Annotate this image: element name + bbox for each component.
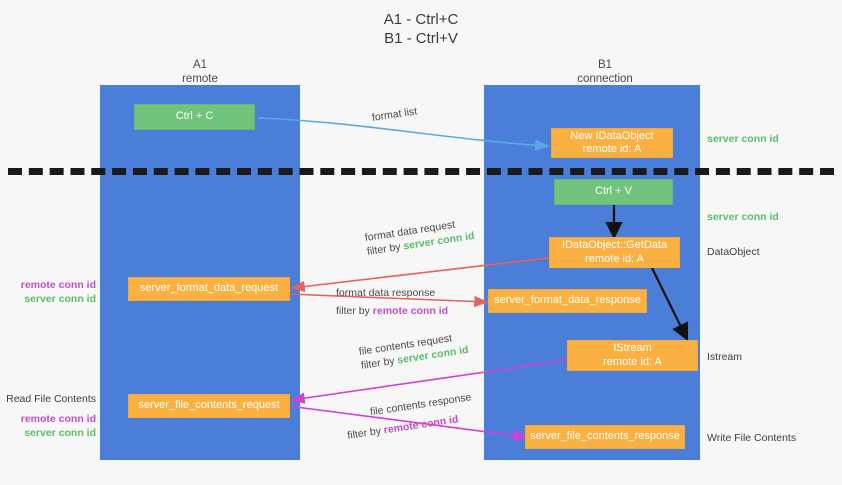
edge-label-format-list: format list xyxy=(371,105,418,124)
column-header-a1: A1 remote xyxy=(140,58,260,86)
filter-value-remote-conn-id: remote conn id xyxy=(382,413,460,437)
box-server-file-contents-request-label: server_file_contents_request xyxy=(138,399,280,412)
dashed-separator xyxy=(8,168,834,175)
column-b1-name: B1 xyxy=(597,59,613,71)
edge-label-file-contents-response: file contents response filter by remote … xyxy=(343,390,475,443)
column-b1-sub: connection xyxy=(577,73,633,85)
box-istream[interactable]: IStream remote id: A xyxy=(567,340,698,371)
note-read-file-contents-group: Read File Contents xyxy=(0,392,96,406)
column-header-b1: B1 connection xyxy=(540,58,670,86)
box-ctrl-v[interactable]: Ctrl + V xyxy=(554,179,673,205)
box-new-idataobject-title: New IDataObject xyxy=(570,129,654,142)
edge-label-format-data-response: format data response filter by remote co… xyxy=(336,286,448,318)
edge-file-contents-response-filter: filter by remote conn id xyxy=(346,410,475,443)
column-a1-name: A1 xyxy=(192,59,208,71)
box-istream-id: remote id: A xyxy=(603,355,662,368)
edge-format-data-response-line1: format data response xyxy=(336,287,436,299)
note-istream: Istream xyxy=(707,351,743,363)
box-server-format-data-response-label: server_format_data_response xyxy=(494,294,641,307)
filter-value-remote-conn-id: remote conn id xyxy=(372,305,449,317)
note-remote-conn-id: remote conn id xyxy=(20,413,96,425)
box-idataobject-getdata[interactable]: IDataObject::GetData remote id: A xyxy=(549,237,680,268)
filter-prefix: filter by xyxy=(366,240,405,258)
box-ctrl-c[interactable]: Ctrl + C xyxy=(134,104,255,130)
box-server-format-data-response[interactable]: server_format_data_response xyxy=(488,289,647,313)
note-read-file-contents: Read File Contents xyxy=(6,393,96,405)
edge-format-data-response-filter: filter by remote conn id xyxy=(336,304,448,318)
note-conn-ids-middle: remote conn id server conn id xyxy=(0,278,96,306)
box-getdata-id: remote id: A xyxy=(585,252,644,265)
box-server-file-contents-request[interactable]: server_file_contents_request xyxy=(128,394,290,418)
box-server-file-contents-response[interactable]: server_file_contents_response xyxy=(525,425,685,449)
page-title: A1 - Ctrl+C B1 - Ctrl+V xyxy=(0,10,842,48)
note-write-file-contents: Write File Contents xyxy=(707,432,797,444)
note-server-conn-id: server conn id xyxy=(24,293,96,305)
note-server-conn-id-mid: server conn id xyxy=(707,211,779,223)
box-getdata-title: IDataObject::GetData xyxy=(561,239,668,251)
note-conn-ids-bottom: remote conn id server conn id xyxy=(0,412,96,440)
box-ctrl-c-label: Ctrl + C xyxy=(175,110,214,123)
box-ctrl-v-label: Ctrl + V xyxy=(595,185,632,198)
edge-label-file-contents-request: file contents request filter by server c… xyxy=(358,329,469,373)
box-server-format-data-request-label: server_format_data_request xyxy=(139,282,279,295)
box-istream-title: IStream xyxy=(613,342,652,354)
filter-prefix: filter by xyxy=(336,305,373,317)
note-server-conn-id-top: server conn id xyxy=(707,133,779,145)
filter-prefix: filter by xyxy=(346,424,385,442)
box-new-idataobject-id: remote id: A xyxy=(582,143,642,155)
note-server-conn-id: server conn id xyxy=(24,427,96,439)
box-server-format-data-request[interactable]: server_format_data_request xyxy=(128,277,290,301)
filter-prefix: filter by xyxy=(360,354,399,372)
box-server-file-contents-response-label: server_file_contents_response xyxy=(530,430,680,443)
box-new-idataobject[interactable]: New IDataObject remote id: A xyxy=(551,128,673,158)
edge-label-format-data-request: format data request filter by server con… xyxy=(364,215,475,259)
title-line-2: B1 - Ctrl+V xyxy=(384,30,458,47)
note-remote-conn-id: remote conn id xyxy=(20,279,96,291)
note-dataobject: DataObject xyxy=(707,246,760,258)
title-line-1: A1 - Ctrl+C xyxy=(383,11,459,28)
column-a1-sub: remote xyxy=(182,73,218,85)
